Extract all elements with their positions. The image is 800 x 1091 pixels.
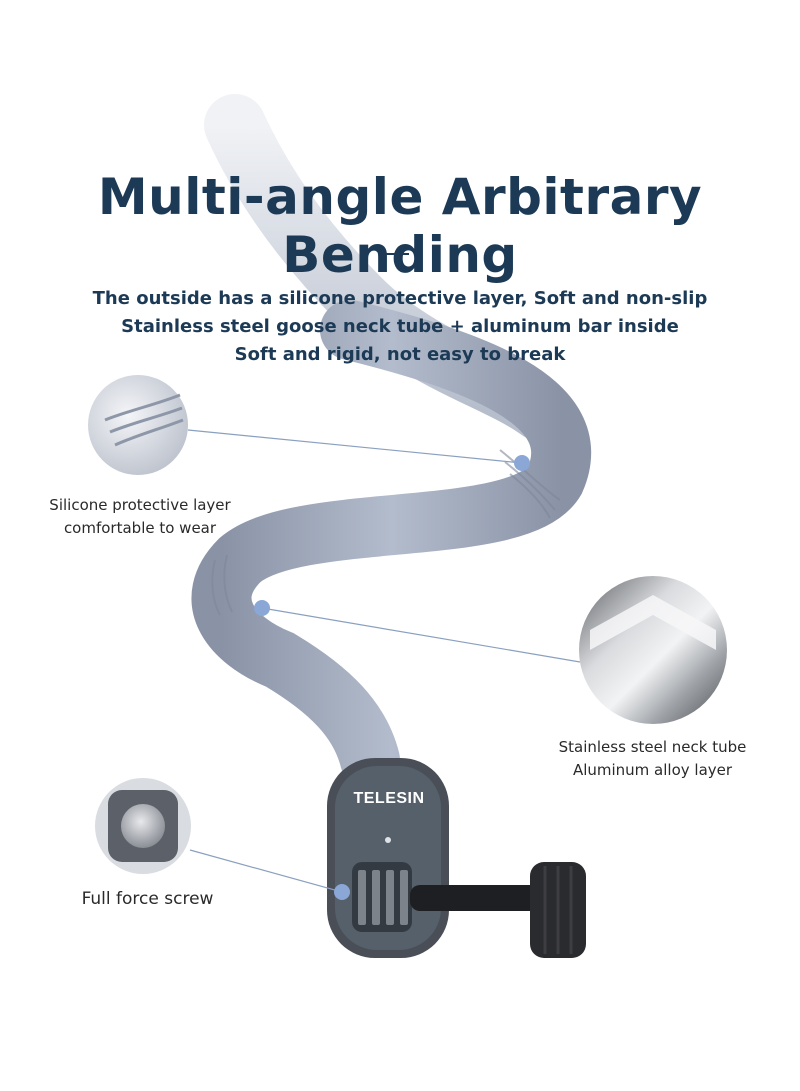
subtitle-line-3: Soft and rigid, not easy to break — [234, 344, 566, 365]
steel-callout-label: Stainless steel neck tube Aluminum alloy… — [558, 738, 747, 779]
brand-logo: TELESIN — [353, 790, 425, 807]
steel-callout-line — [261, 607, 581, 663]
screw-callout-label: Full force screw — [81, 889, 214, 909]
title-divider — [385, 253, 409, 255]
screw-callout-line — [189, 849, 343, 893]
screw-callout-dot — [334, 884, 350, 900]
subtitle-line-2: Stainless steel goose neck tube + alumin… — [121, 316, 679, 337]
silicone-callout-label: Silicone protective layer comfortable to… — [49, 496, 231, 537]
page-title: Multi-angle Arbitrary Bending — [97, 168, 703, 284]
steel-callout-dot — [254, 600, 270, 616]
silicone-callout-dot — [514, 455, 530, 471]
neck-tube — [191, 300, 592, 790]
silicone-callout-line — [187, 429, 523, 464]
steel-detail-circle — [579, 576, 727, 724]
subtitle-line-1: The outside has a silicone protective la… — [92, 288, 708, 309]
